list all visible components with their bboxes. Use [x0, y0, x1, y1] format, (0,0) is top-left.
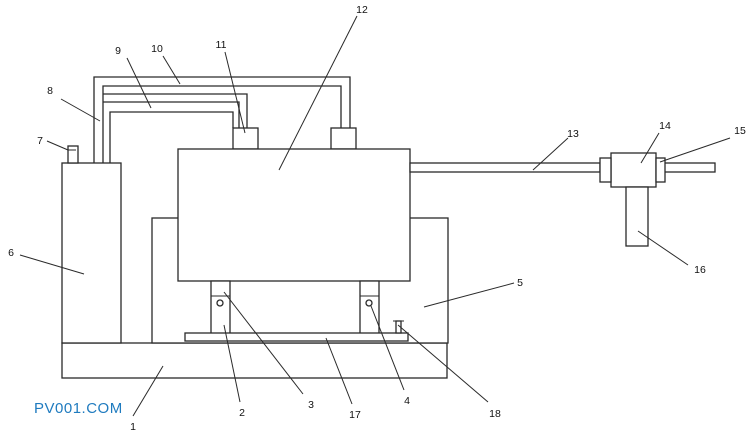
clamp-block: [610, 152, 657, 188]
callout-3: 3: [308, 399, 314, 411]
clamp-flange-right: [655, 157, 666, 183]
connector-left: [232, 127, 259, 150]
vertical-member: [625, 186, 649, 247]
connector-right: [330, 127, 357, 150]
rod: [409, 162, 601, 173]
callout-4: 4: [404, 395, 410, 407]
callout-1: 1: [130, 421, 136, 433]
clamp-flange-left: [599, 157, 612, 183]
left-housing: [61, 162, 122, 344]
callout-labels: 1 2 3 4 5 6 7 8 9 10 11 12 13 14 15 16 1…: [8, 4, 746, 433]
main-body: [177, 148, 411, 282]
callout-5: 5: [517, 277, 523, 289]
callout-17: 17: [349, 409, 361, 421]
callout-15: 15: [734, 125, 746, 137]
callout-11: 11: [216, 39, 227, 51]
callout-14: 14: [659, 120, 671, 132]
callout-18: 18: [489, 408, 501, 420]
watermark-text: PV001.COM: [34, 400, 123, 417]
callout-2: 2: [239, 407, 245, 419]
pivot-left: [216, 299, 224, 307]
outer-pipe: [93, 76, 351, 163]
support-leg-right: [359, 280, 380, 337]
callout-6: 6: [8, 247, 14, 259]
inner-pipe-middle: [103, 101, 240, 128]
callout-7: 7: [37, 135, 43, 147]
callout-13: 13: [567, 128, 579, 140]
inner-pipe-lower: [109, 111, 234, 163]
callout-16: 16: [694, 264, 706, 276]
callout-12: 12: [356, 4, 368, 16]
support-leg-left: [210, 280, 231, 337]
valve: [67, 145, 79, 164]
base-plate: [61, 342, 448, 379]
pivot-right: [365, 299, 373, 307]
leader-lines: [19, 15, 731, 417]
callout-8: 8: [47, 85, 53, 97]
callout-10: 10: [151, 43, 163, 55]
slide-plate: [184, 332, 409, 342]
outer-pipe-inner-edge: [102, 85, 342, 163]
inner-pipe-upper: [103, 93, 248, 128]
callout-9: 9: [115, 45, 121, 57]
